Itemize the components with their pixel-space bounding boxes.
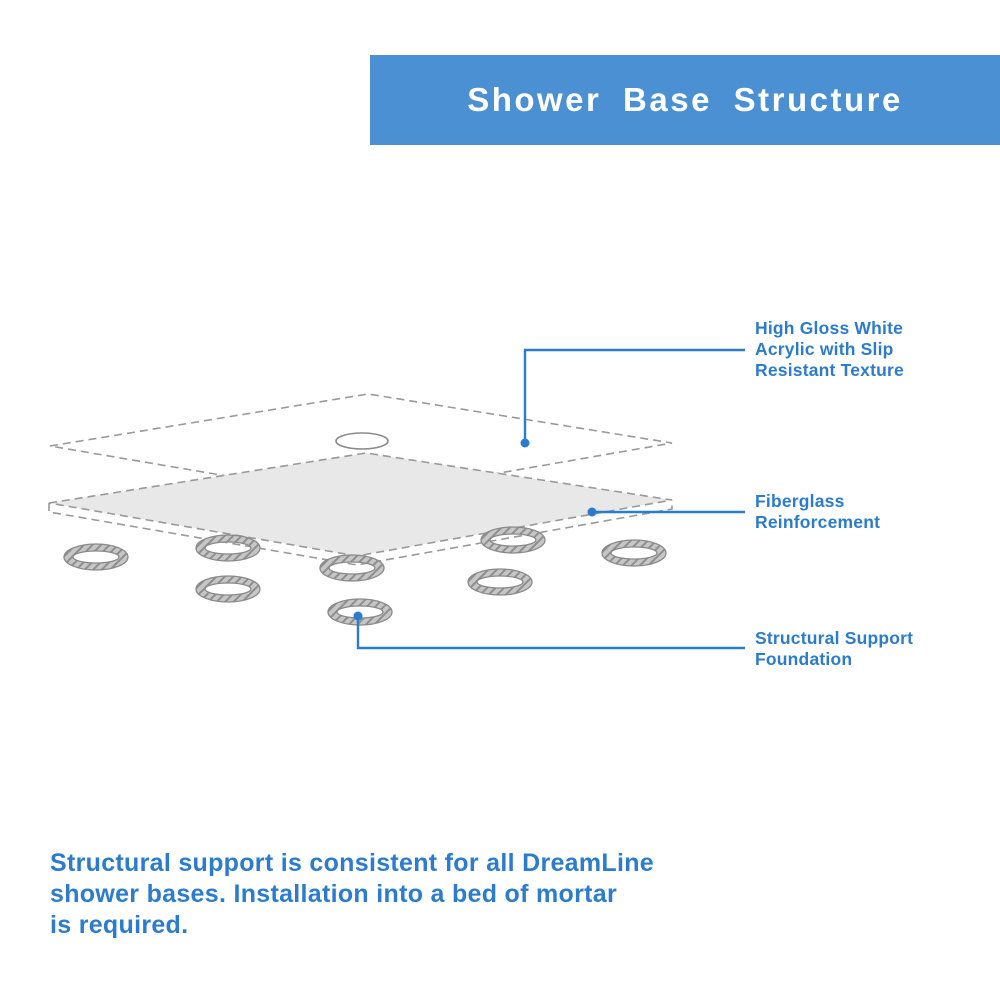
- label-foundation: Structural Support Foundation: [755, 628, 913, 670]
- support-ring: [601, 539, 667, 567]
- fiberglass-layer-thickness: [48, 500, 673, 566]
- callout-lines: [356, 348, 745, 650]
- label-fiberglass: Fiberglass Reinforcement: [755, 491, 880, 533]
- callout-dots: [353, 438, 597, 621]
- support-ring: [195, 534, 261, 562]
- label-line: High Gloss White: [755, 318, 904, 338]
- footer-line: is required.: [50, 911, 189, 939]
- support-ring: [195, 575, 261, 603]
- label-acrylic: High Gloss White Acrylic with Slip Resis…: [755, 318, 904, 381]
- label-line: Foundation: [755, 649, 853, 669]
- callout-dot-fiberglass: [587, 507, 597, 517]
- callout-line-foundation: [356, 616, 745, 650]
- label-line: Resistant Texture: [755, 360, 904, 380]
- drain-opening: [335, 432, 389, 450]
- label-line: Structural Support: [755, 628, 914, 648]
- callout-dot-foundation: [353, 611, 363, 621]
- page-title: Shower Base Structure: [467, 81, 903, 118]
- callout-line-acrylic: [523, 348, 745, 443]
- fiberglass-layer: [48, 452, 673, 557]
- callout-dot-acrylic: [520, 438, 530, 448]
- footer-line: Structural support is consistent for all…: [50, 849, 655, 877]
- support-ring: [480, 526, 546, 554]
- label-line: Fiberglass: [755, 491, 845, 511]
- support-ring: [63, 543, 129, 571]
- support-ring: [467, 568, 533, 596]
- title-banner: Shower Base Structure: [370, 55, 1000, 145]
- label-line: Reinforcement: [755, 512, 881, 532]
- footer-line: shower bases. Installation into a bed of…: [50, 880, 617, 908]
- support-ring: [319, 554, 385, 582]
- label-line: Acrylic with Slip: [755, 339, 894, 359]
- footer-text: Structural support is consistent for all…: [50, 848, 654, 941]
